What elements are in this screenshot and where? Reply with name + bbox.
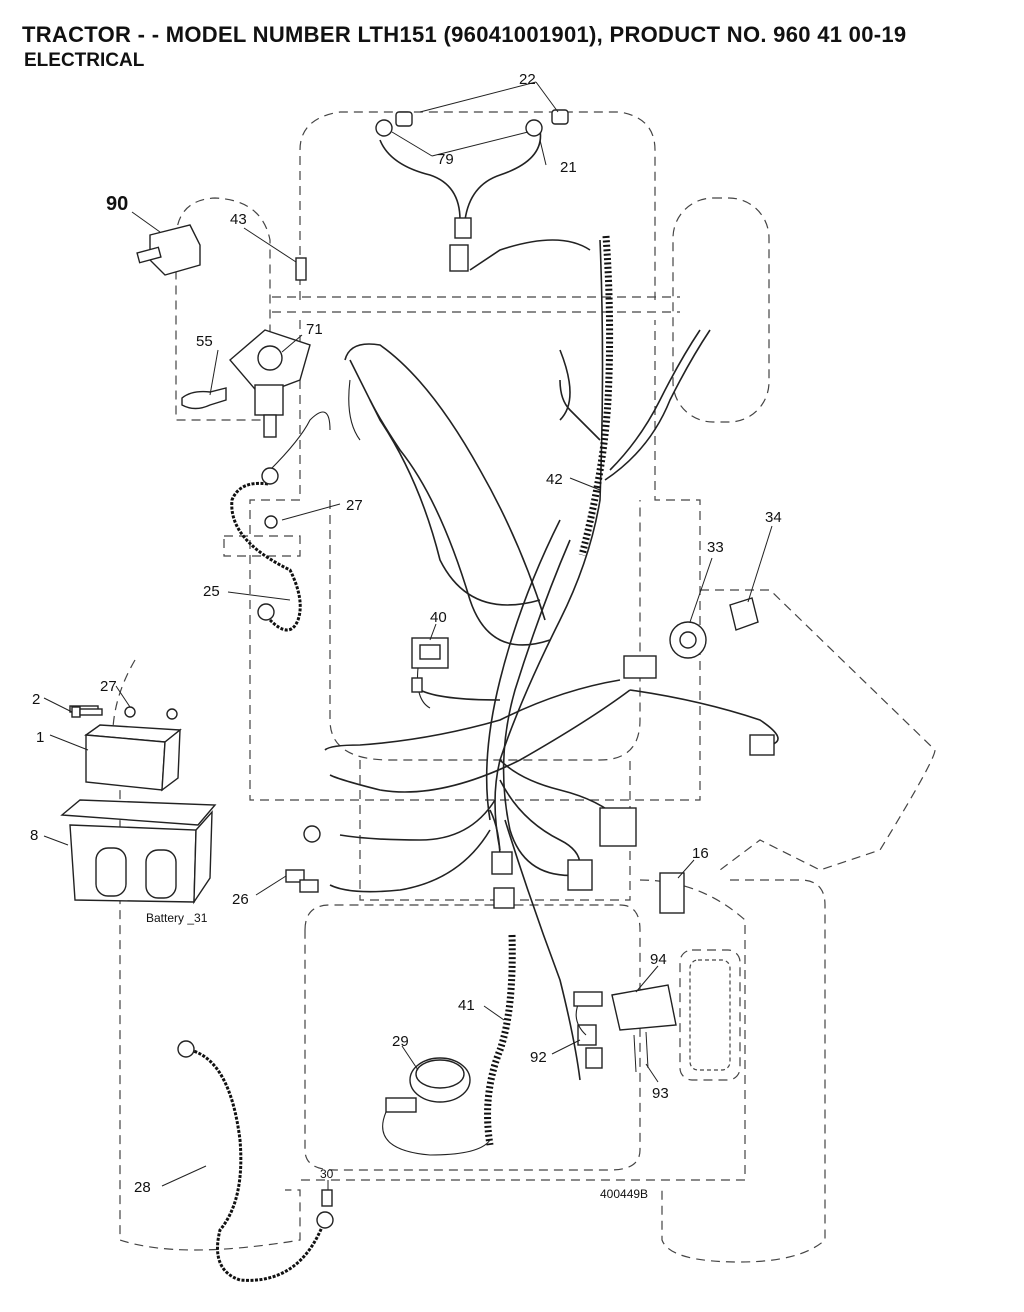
bolt-2 [71, 706, 103, 718]
switch-assembly [181, 257, 311, 438]
callout-41: 43 [230, 211, 247, 228]
connector-16 [659, 872, 685, 914]
callout-21: 21 [560, 159, 577, 176]
battery-tray [60, 799, 217, 905]
callout-1: 1 [36, 729, 44, 746]
part-33 [729, 597, 759, 631]
harness-coil-40 [578, 235, 614, 556]
callout-22: 22 [519, 71, 536, 88]
callout-43: 71 [306, 321, 323, 338]
callout-16: 16 [692, 845, 709, 862]
ignition-30 [623, 621, 707, 679]
callout-26: 26 [232, 891, 249, 908]
part-90 [136, 224, 201, 276]
page-subtitle: ELECTRICAL [24, 50, 145, 71]
callout-92: 92 [530, 1049, 547, 1066]
harness-connectors [303, 734, 775, 891]
callout-27-top: 27 [346, 497, 363, 514]
callout-94: 94 [650, 951, 667, 968]
callout-30: 33 [707, 539, 724, 556]
callout-34: 40 [430, 609, 447, 626]
callout-71: 41 [458, 997, 475, 1014]
page-title: TRACTOR - - MODEL NUMBER LTH151 (9604100… [22, 22, 907, 47]
connector-26 [285, 869, 319, 893]
battery [69, 705, 182, 792]
callout-33: 34 [765, 509, 782, 526]
callout-27-battery: 27 [100, 678, 117, 695]
leader-lines [43, 81, 773, 1190]
callout-28: 28 [134, 1179, 151, 1196]
battery-ref-label: Battery _31 [146, 911, 208, 925]
callout-90: 90 [106, 193, 128, 215]
callout-79: 79 [437, 151, 454, 168]
callout-25: 25 [203, 583, 220, 600]
callout-labels: 22 79 21 90 43 55 71 27 25 42 34 33 40 2… [30, 71, 782, 1201]
tractor-outline [112, 111, 936, 1263]
callout-2: 2 [32, 691, 40, 708]
cable-28 [177, 1040, 334, 1282]
cable-25 [230, 467, 302, 632]
seat-switch-94 [573, 984, 677, 1073]
callout-42: 55 [196, 333, 213, 350]
callout-93: 93 [652, 1085, 669, 1102]
wiring-harness [269, 239, 779, 1081]
callout-55: 30 [320, 1167, 334, 1181]
headlight-assembly [375, 109, 569, 272]
callout-8: 8 [30, 827, 38, 844]
part-29 [382, 1057, 491, 1156]
callout-29: 29 [392, 1033, 409, 1050]
coil-cord-71 [484, 887, 516, 1146]
callout-40: 42 [546, 471, 563, 488]
drawing-number: 400449B [600, 1187, 648, 1201]
switch-34 [411, 637, 449, 709]
